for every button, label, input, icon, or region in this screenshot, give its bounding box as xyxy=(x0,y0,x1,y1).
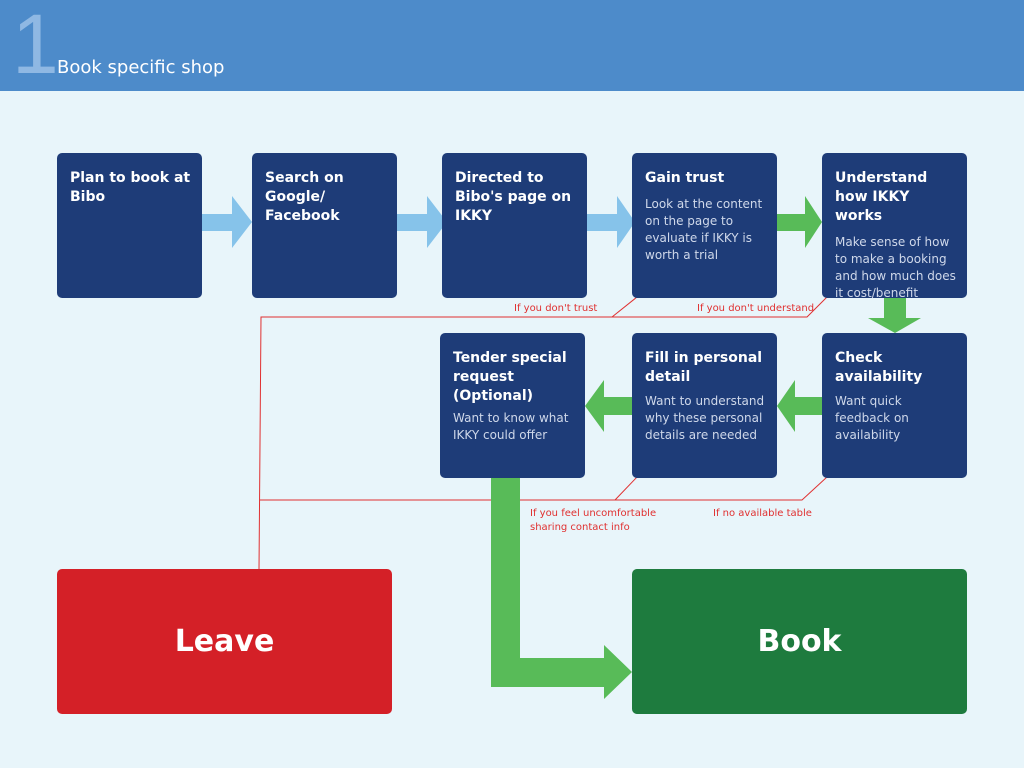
arrow-plan-to-search xyxy=(202,196,252,248)
step-directed-title: Directed to Bibo's page on IKKY xyxy=(455,170,572,224)
exit-line-availability xyxy=(260,476,828,501)
step-directed: Directed to Bibo's page on IKKY xyxy=(442,153,587,298)
step-understand-desc: Make sense of how to make a booking and … xyxy=(835,235,956,300)
outcome-leave-label: Leave xyxy=(174,624,275,659)
step-understand: Understand how IKKY works Make sense of … xyxy=(822,153,967,300)
note-no-trust: If you don't trust xyxy=(514,303,598,314)
step-special-request: Tender special request (Optional) Want t… xyxy=(440,333,585,478)
step-gain-trust-title: Gain trust xyxy=(645,170,725,186)
step-special-request-title: Tender special request (Optional) xyxy=(453,350,567,404)
arrow-personal-to-request xyxy=(585,380,632,432)
step-check-availability: Check availability Want quick feedback o… xyxy=(822,333,967,478)
step-number: 1 xyxy=(12,0,59,91)
step-personal-detail-title: Fill in personal detail xyxy=(645,350,763,385)
step-check-availability-desc: Want quick feedback on availability xyxy=(835,394,909,442)
outcome-leave: Leave xyxy=(57,569,392,714)
arrow-search-to-directed xyxy=(397,196,447,248)
outcome-book: Book xyxy=(632,569,967,714)
step-plan-title: Plan to book at Bibo xyxy=(70,170,191,205)
step-special-request-desc: Want to know what IKKY could offer xyxy=(453,411,569,442)
outcome-book-label: Book xyxy=(757,624,842,659)
arrow-availability-to-personal xyxy=(777,380,822,432)
step-personal-detail-desc: Want to understand why these personal de… xyxy=(645,394,765,442)
step-search: Search on Google/ Facebook xyxy=(252,153,397,298)
note-no-understand: If you don't understand xyxy=(697,303,815,314)
step-gain-trust: Gain trust Look at the content on the pa… xyxy=(632,153,777,298)
step-understand-title: Understand how IKKY works xyxy=(835,170,928,224)
arrow-request-to-book xyxy=(491,478,632,699)
page-title: Book specific shop xyxy=(57,57,225,78)
blue-arrows xyxy=(202,196,635,248)
arrow-understand-to-availability xyxy=(868,298,921,333)
step-search-title: Search on Google/ Facebook xyxy=(265,170,344,224)
header-bar: 1 Book specific shop xyxy=(0,0,1024,91)
note-no-table: If no available table xyxy=(713,508,812,519)
arrow-trust-to-understand xyxy=(777,196,822,248)
exit-line-trust-understand xyxy=(258,296,828,571)
arrow-directed-to-trust xyxy=(587,196,635,248)
note-uncomfortable: If you feel uncomfortable sharing contac… xyxy=(530,508,657,533)
exit-lines xyxy=(258,296,828,571)
step-plan: Plan to book at Bibo xyxy=(57,153,202,298)
step-gain-trust-desc: Look at the content on the page to evalu… xyxy=(645,197,763,262)
step-personal-detail: Fill in personal detail Want to understa… xyxy=(632,333,777,478)
green-arrows xyxy=(491,196,921,699)
exit-line-personal xyxy=(614,476,638,501)
step-check-availability-title: Check availability xyxy=(835,350,923,385)
exit-line-trust xyxy=(611,296,638,318)
